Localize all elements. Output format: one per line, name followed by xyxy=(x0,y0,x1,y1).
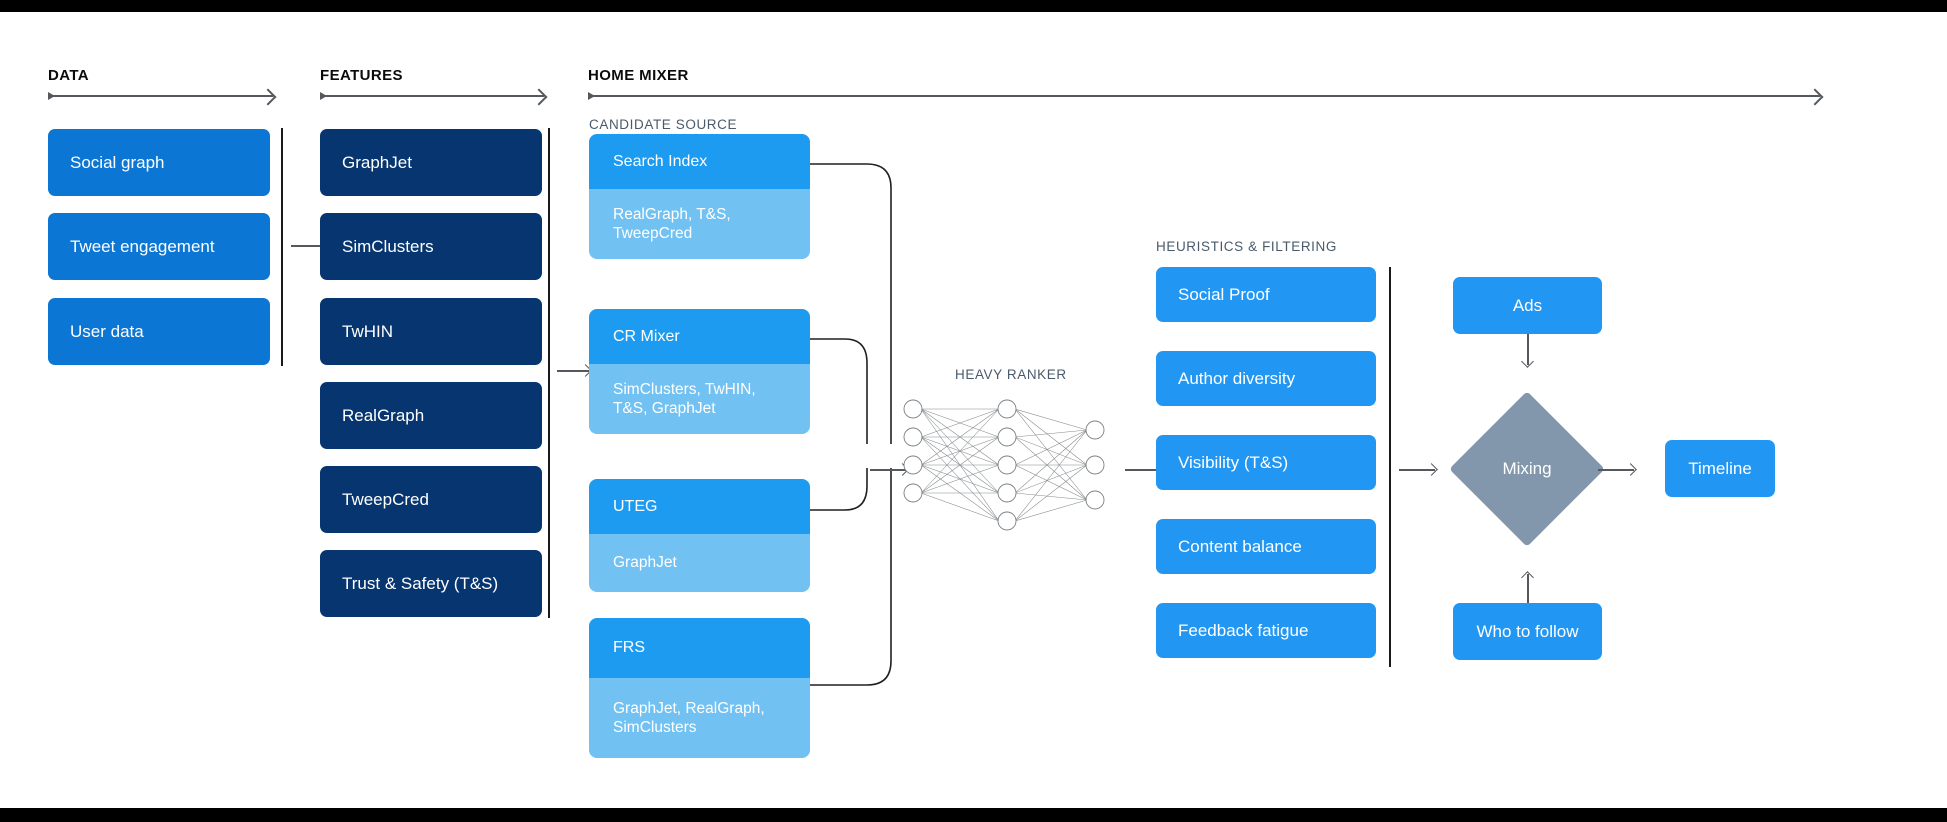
candidate-title: Search Index xyxy=(589,134,810,189)
phase-label-home-mixer: HOME MIXER xyxy=(588,67,689,84)
candidate-bracket-connectors xyxy=(810,163,892,686)
heavy-ranker-network xyxy=(903,399,1105,531)
candidate-features: GraphJet xyxy=(589,534,810,592)
feature-box-realgraph[interactable]: RealGraph xyxy=(320,382,542,449)
candidate-title: FRS xyxy=(589,618,810,678)
heuristic-box-label: Social Proof xyxy=(1178,284,1270,304)
phase-axis-home-mixer xyxy=(588,92,1820,100)
feature-box-label: SimClusters xyxy=(342,236,434,256)
divider-features-homemixer xyxy=(548,128,550,618)
output-box-label: Timeline xyxy=(1688,458,1752,478)
feature-box-label: TweepCred xyxy=(342,489,429,509)
candidate-card-search-index[interactable]: Search Index RealGraph, T&S, TweepCred xyxy=(589,134,810,259)
phase-axis-features xyxy=(320,92,544,100)
candidate-features: GraphJet, RealGraph, SimClusters xyxy=(589,678,810,758)
phase-label-data: DATA xyxy=(48,67,90,84)
phase-axis-data xyxy=(48,92,273,100)
feature-box-label: GraphJet xyxy=(342,152,412,172)
feature-box-simclusters[interactable]: SimClusters xyxy=(320,213,542,280)
heuristic-box-author-diversity[interactable]: Author diversity xyxy=(1156,351,1376,406)
output-box-label: Who to follow xyxy=(1476,621,1579,641)
feature-box-label: RealGraph xyxy=(342,405,425,425)
candidate-title: UTEG xyxy=(589,479,810,534)
data-box-label: Tweet engagement xyxy=(70,236,215,256)
sublabel-candidate-source: CANDIDATE SOURCE xyxy=(589,117,738,132)
feature-box-tweepcred[interactable]: TweepCred xyxy=(320,466,542,533)
output-box-label: Ads xyxy=(1512,295,1543,315)
heuristic-box-visibility[interactable]: Visibility (T&S) xyxy=(1156,435,1376,490)
data-box-user-data[interactable]: User data xyxy=(48,298,270,365)
feature-box-trust-safety[interactable]: Trust & Safety (T&S) xyxy=(320,550,542,617)
arrow-ads-to-mixing xyxy=(1527,334,1529,365)
arrow-data-to-features xyxy=(291,245,327,247)
sublabel-heuristics: HEURISTICS & FILTERING xyxy=(1156,239,1337,254)
divider-heuristics-mixing xyxy=(1389,267,1391,667)
diagram-canvas: DATA FEATURES HOME MIXER CANDIDATE SOURC… xyxy=(0,12,1947,808)
candidate-card-frs[interactable]: FRS GraphJet, RealGraph, SimClusters xyxy=(589,618,810,758)
sublabel-heavy-ranker: HEAVY RANKER xyxy=(955,367,1067,382)
heuristic-box-label: Visibility (T&S) xyxy=(1178,452,1289,472)
feature-box-label: Trust & Safety (T&S) xyxy=(342,573,499,593)
candidate-card-cr-mixer[interactable]: CR Mixer SimClusters, TwHIN, T&S, GraphJ… xyxy=(589,309,810,434)
output-box-timeline[interactable]: Timeline xyxy=(1665,440,1775,497)
data-box-label: User data xyxy=(70,321,144,341)
candidate-card-uteg[interactable]: UTEG GraphJet xyxy=(589,479,810,592)
candidate-features: SimClusters, TwHIN, T&S, GraphJet xyxy=(589,364,810,434)
heuristic-box-feedback-fatigue[interactable]: Feedback fatigue xyxy=(1156,603,1376,658)
arrow-mixing-to-timeline xyxy=(1598,469,1634,471)
feature-box-graphjet[interactable]: GraphJet xyxy=(320,129,542,196)
feature-box-twhin[interactable]: TwHIN xyxy=(320,298,542,365)
arrow-ranker-to-heuristics xyxy=(1125,469,1161,471)
heuristic-box-social-proof[interactable]: Social Proof xyxy=(1156,267,1376,322)
arrow-heuristics-to-mixing xyxy=(1399,469,1435,471)
output-box-ads[interactable]: Ads xyxy=(1453,277,1602,334)
output-box-who-to-follow[interactable]: Who to follow xyxy=(1453,603,1602,660)
candidate-title: CR Mixer xyxy=(589,309,810,364)
heuristic-box-content-balance[interactable]: Content balance xyxy=(1156,519,1376,574)
data-box-tweet-engagement[interactable]: Tweet engagement xyxy=(48,213,270,280)
data-box-social-graph[interactable]: Social graph xyxy=(48,129,270,196)
heuristic-box-label: Author diversity xyxy=(1178,368,1296,388)
mixing-label: Mixing xyxy=(1502,459,1552,478)
divider-data-features xyxy=(281,128,283,366)
heuristic-box-label: Content balance xyxy=(1178,536,1302,556)
arrow-candidates-to-ranker xyxy=(870,469,906,471)
phase-label-features: FEATURES xyxy=(320,67,403,84)
feature-box-label: TwHIN xyxy=(342,321,393,341)
candidate-features: RealGraph, T&S, TweepCred xyxy=(589,189,810,259)
data-box-label: Social graph xyxy=(70,152,165,172)
arrow-features-to-candidates xyxy=(557,370,589,372)
arrow-who-to-follow-to-mixing xyxy=(1527,574,1529,606)
heuristic-box-label: Feedback fatigue xyxy=(1178,620,1309,640)
